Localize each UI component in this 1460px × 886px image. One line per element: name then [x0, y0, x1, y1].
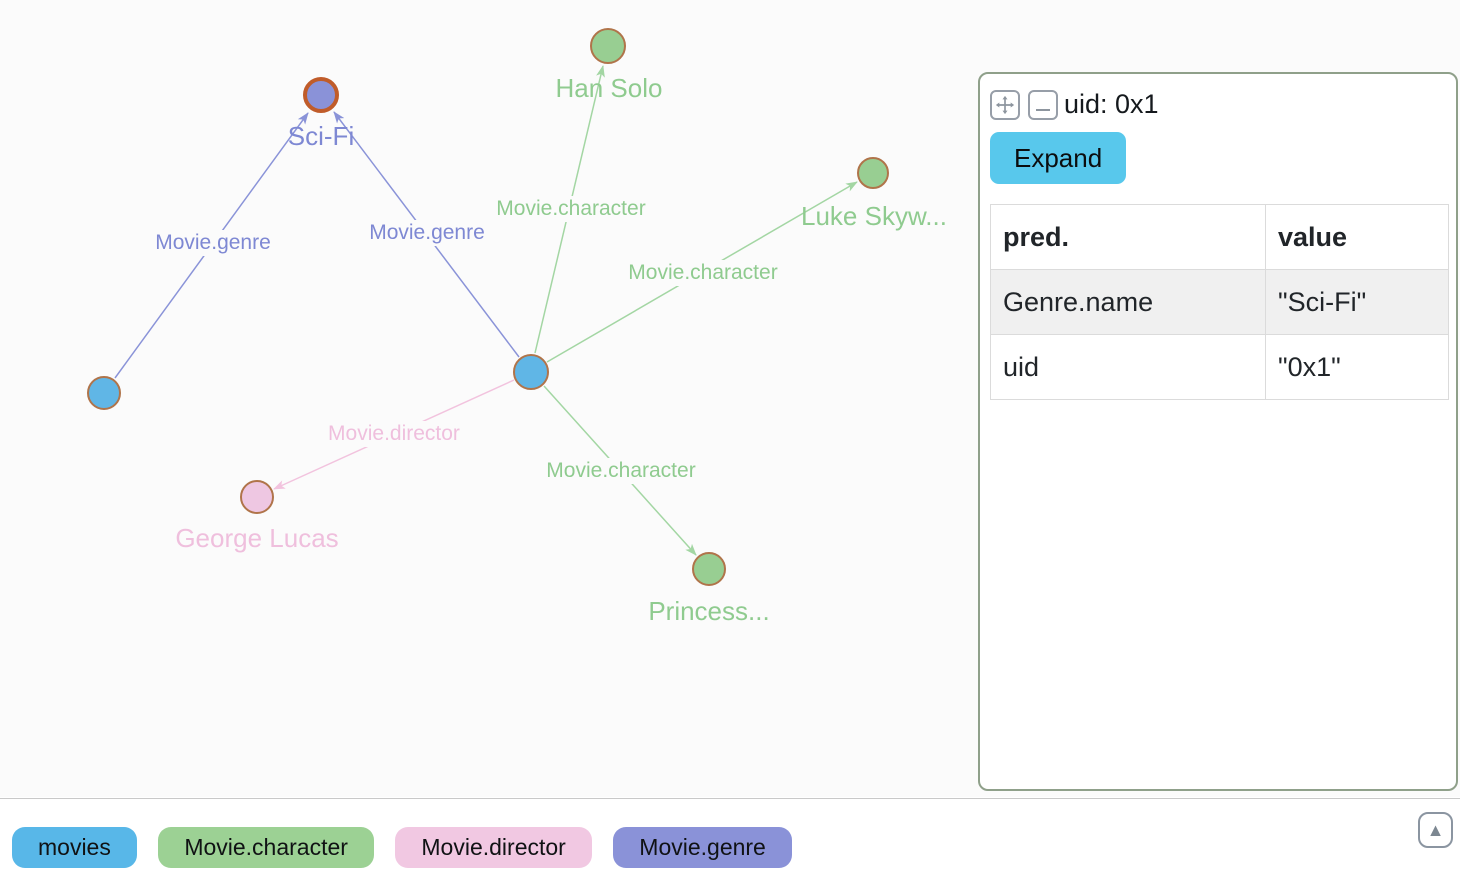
- expand-button[interactable]: Expand: [990, 132, 1127, 184]
- node-label-luke-skywalker: Luke Skyw...: [801, 201, 947, 231]
- legend: movies Movie.character Movie.director Mo…: [12, 827, 809, 868]
- node-label-sci-fi: Sci-Fi: [287, 121, 355, 151]
- predicate-table: pred. value Genre.name "Sci-Fi" uid "0x1…: [990, 204, 1449, 400]
- pred-cell: Genre.name: [990, 269, 1266, 335]
- pred-cell: uid: [990, 334, 1266, 400]
- node-label-han-solo: Han Solo: [555, 73, 663, 103]
- edge-label-movie-character-1: Movie.character: [492, 196, 650, 222]
- node-character-luke-skywalker[interactable]: [857, 157, 889, 189]
- value-cell: "Sci-Fi": [1265, 269, 1449, 335]
- node-movie-center[interactable]: [513, 354, 549, 390]
- node-label-george-lucas: George Lucas: [175, 523, 339, 553]
- legend-badge-movies[interactable]: movies: [12, 827, 137, 868]
- node-character-han-solo[interactable]: [590, 28, 626, 64]
- legend-badge-movie-genre[interactable]: Movie.genre: [613, 827, 792, 868]
- column-header-pred: pred.: [990, 204, 1266, 270]
- node-genre-sci-fi-selected[interactable]: [303, 77, 339, 113]
- node-movie-left[interactable]: [87, 376, 121, 410]
- value-cell: "0x1": [1265, 334, 1449, 400]
- legend-bar: movies Movie.character Movie.director Mo…: [0, 798, 1460, 886]
- legend-badge-movie-character[interactable]: Movie.character: [158, 827, 374, 868]
- panel-header: uid: 0x1: [980, 74, 1456, 126]
- move-icon: [995, 95, 1015, 114]
- node-character-princess[interactable]: [692, 552, 726, 586]
- move-panel-button[interactable]: [990, 89, 1020, 120]
- table-row: uid "0x1": [990, 334, 1449, 400]
- minimize-panel-button[interactable]: [1028, 89, 1058, 120]
- edge-label-movie-character-3: Movie.character: [542, 458, 700, 484]
- minimize-icon: [1036, 108, 1050, 111]
- panel-title: uid: 0x1: [1064, 89, 1159, 119]
- node-director-george-lucas[interactable]: [240, 480, 274, 514]
- table-row: Genre.name "Sci-Fi": [990, 269, 1449, 335]
- node-label-princess: Princess...: [648, 596, 770, 626]
- node-detail-panel: uid: 0x1 Expand pred. value Genre.name "…: [978, 72, 1458, 791]
- edge-label-movie-genre-2: Movie.genre: [365, 220, 489, 246]
- edges-layer: [114, 65, 858, 556]
- legend-badge-movie-director[interactable]: Movie.director: [395, 827, 592, 868]
- column-header-value: value: [1265, 204, 1449, 270]
- triangle-up-icon: ▲: [1426, 819, 1445, 840]
- edge-label-movie-director: Movie.director: [324, 421, 464, 447]
- edge-label-movie-character-2: Movie.character: [624, 260, 782, 286]
- table-header-row: pred. value: [990, 204, 1449, 270]
- scroll-to-top-button[interactable]: ▲: [1418, 812, 1453, 848]
- edge-label-movie-genre-1: Movie.genre: [151, 230, 275, 256]
